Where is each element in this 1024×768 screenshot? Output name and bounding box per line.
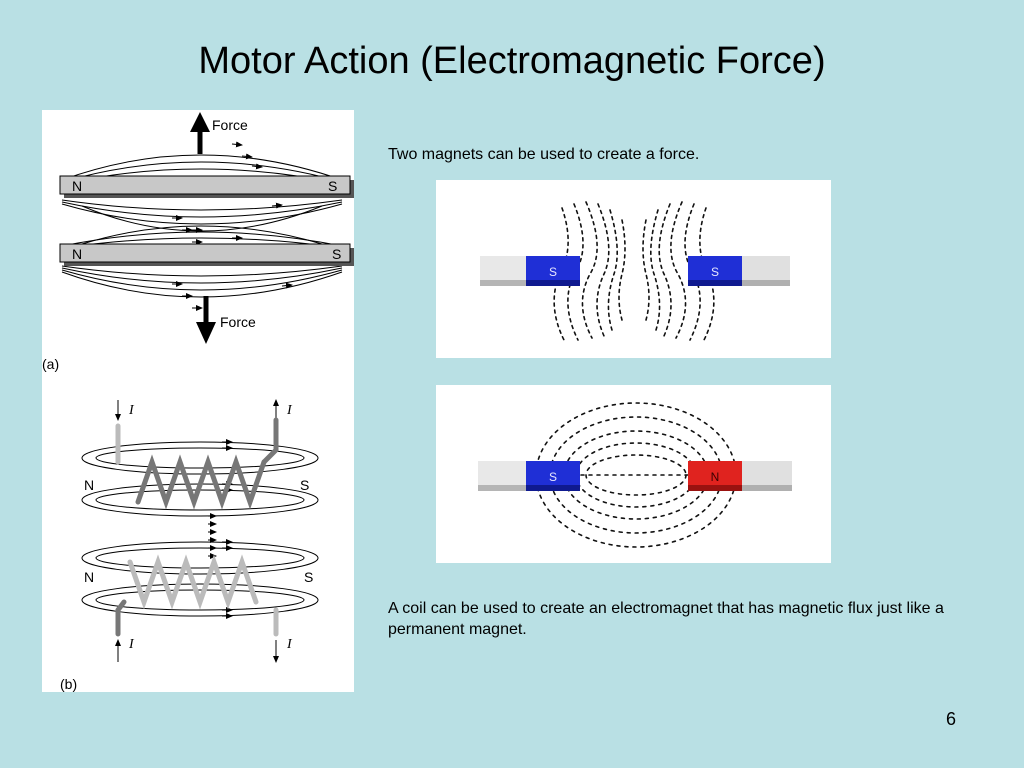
figure-a-label: (a): [42, 356, 59, 372]
magnet2-north-label: N: [72, 246, 82, 262]
field-lines-diagram: Force N S: [42, 112, 354, 692]
bar-magnet-2: [59, 243, 354, 266]
current-label-bottom-left: I: [128, 637, 135, 652]
attracting-field-image: S N: [478, 402, 792, 548]
slide-title: Motor Action (Electromagnetic Force): [198, 40, 826, 82]
figure-b-label: (b): [60, 676, 77, 692]
current-label-top-left: I: [128, 403, 135, 418]
force-bottom-label: Force: [220, 314, 256, 330]
right-magnet-photo2: [688, 461, 792, 491]
magnet2-field-lines: [61, 225, 343, 311]
right-magnet-photo1: [688, 256, 790, 286]
center-flux-arrows: [208, 513, 217, 559]
force-down-arrow: [196, 296, 216, 344]
magnet1-north-label: N: [72, 178, 82, 194]
coil2-south-label: S: [304, 569, 313, 585]
photo1-left-pole-label: S: [549, 265, 557, 279]
left-magnet-photo2: [478, 461, 580, 491]
figure-left: Force N S: [42, 110, 354, 692]
current-arrows-top: [115, 399, 279, 421]
force-up-arrow: [190, 112, 210, 154]
attracting-magnets-photo: S N: [436, 385, 831, 563]
coil1-north-label: N: [84, 477, 94, 493]
magnet2-south-label: S: [332, 246, 341, 262]
force-top-label: Force: [212, 117, 248, 133]
current-label-bottom-right: I: [286, 637, 293, 652]
coil1-south-label: S: [300, 477, 309, 493]
photo1-right-pole-label: S: [711, 265, 719, 279]
photo2-left-pole-label: S: [549, 470, 557, 484]
repelling-field-image: S S: [480, 201, 790, 341]
current-label-top-right: I: [286, 403, 293, 418]
coil2-wire: [115, 554, 279, 637]
left-magnet-photo1: [480, 256, 580, 286]
photo2-right-pole-label: N: [711, 470, 720, 484]
coil2-north-label: N: [84, 569, 94, 585]
coil2-field-loops: [81, 539, 319, 619]
magnet1-south-label: S: [328, 178, 337, 194]
repelling-magnets-photo: S S: [436, 180, 831, 358]
caption-two-magnets: Two magnets can be used to create a forc…: [388, 146, 700, 163]
caption-coil-electromagnet: A coil can be used to create an electrom…: [388, 600, 944, 638]
bar-magnet-1: [59, 175, 354, 198]
current-arrows-bottom: [115, 639, 279, 663]
coil1-wire: [115, 417, 279, 510]
page-number: 6: [946, 709, 957, 729]
